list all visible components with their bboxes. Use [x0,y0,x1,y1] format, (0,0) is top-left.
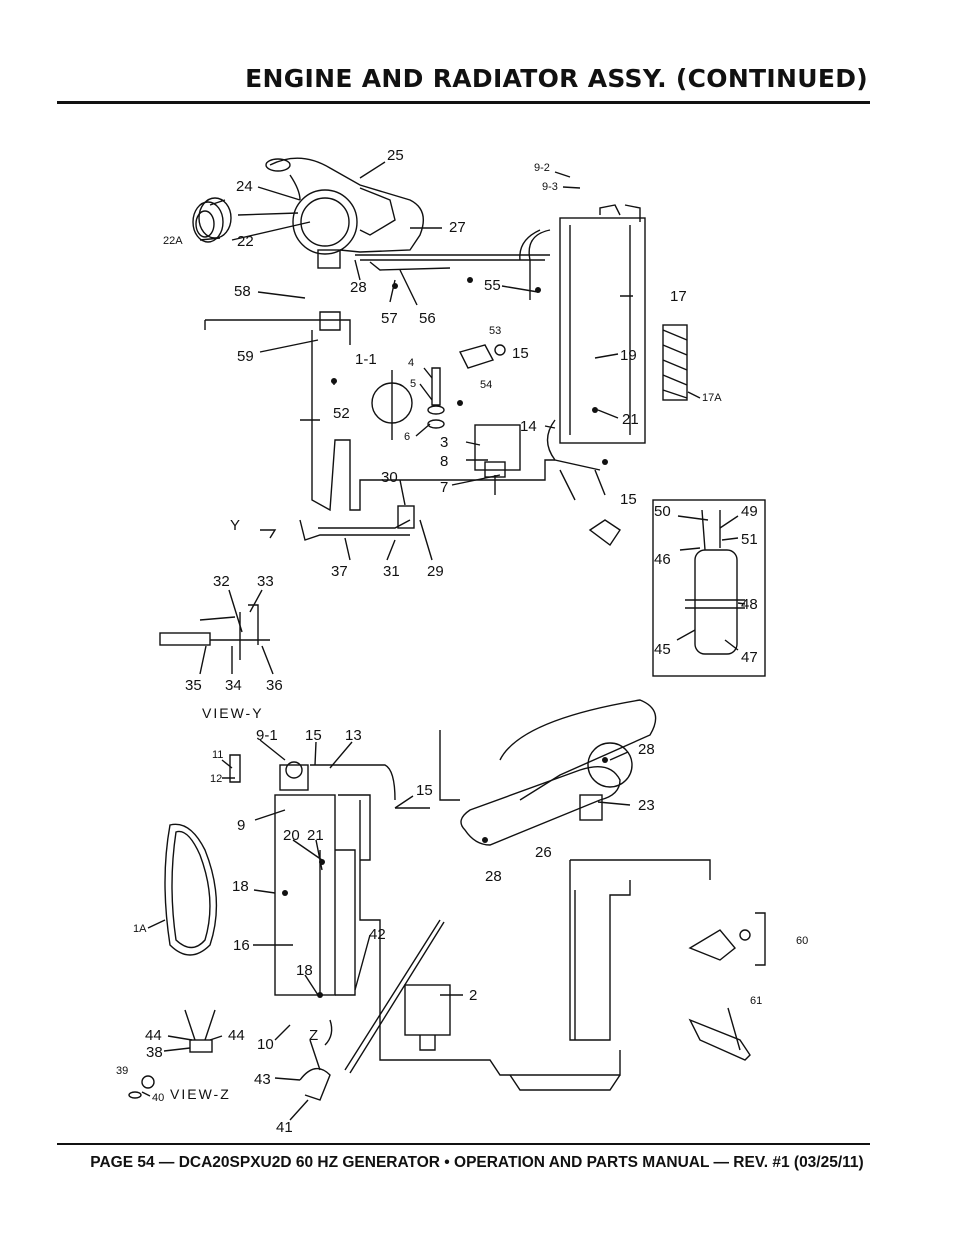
callout-labels: 25 24 22A 22 27 9-2 9-3 58 28 57 56 55 1… [116,147,808,1136]
callout-9-3: 9-3 [542,181,558,193]
callout-15c: 15 [305,727,322,744]
callout-1-1: 1-1 [355,351,377,368]
callout-47: 47 [741,649,758,666]
callout-45: 45 [654,641,671,658]
callout-58: 58 [234,283,251,300]
callout-41: 41 [276,1119,293,1136]
callout-16: 16 [233,937,250,954]
callout-48: 48 [741,596,758,613]
callout-11: 11 [212,749,223,761]
callout-30: 30 [381,469,398,486]
callout-22: 22 [237,233,254,250]
callout-9: 9 [237,817,245,834]
callout-25: 25 [387,147,404,164]
callout-9-2: 9-2 [534,162,550,174]
callout-7: 7 [440,479,448,496]
callout-5: 5 [410,378,416,390]
callout-18b: 18 [296,962,313,979]
callout-28: 28 [350,279,367,296]
callout-14: 14 [520,418,537,435]
view-y-label: VIEW-Y [202,705,264,721]
radiator-screen-17a [662,324,688,401]
page-title: ENGINE AND RADIATOR ASSY. (CONTINUED) [245,64,868,93]
callout-32: 32 [213,573,230,590]
callout-4: 4 [408,357,414,369]
callout-27: 27 [449,219,466,236]
callout-1a: 1A [133,923,147,935]
callout-37: 37 [331,563,348,580]
callout-36: 36 [266,677,283,694]
callout-8: 8 [440,453,448,470]
callout-21: 21 [622,411,639,428]
air-cleaner-drawing [265,157,424,269]
callout-6: 6 [404,431,410,443]
fan-belt-drawing [164,823,218,956]
callout-52: 52 [333,405,350,422]
callout-20: 20 [283,827,300,844]
dots-group [282,277,608,998]
callout-42: 42 [369,926,386,943]
header-rule [57,101,870,104]
callout-44b: 44 [228,1027,245,1044]
callout-21b: 21 [307,827,324,844]
callout-26: 26 [535,844,552,861]
callout-53: 53 [489,325,501,337]
footer-rule [57,1143,870,1145]
callout-18: 18 [232,878,249,895]
callout-y: Y [230,517,240,534]
callout-15d: 15 [416,782,433,799]
callout-9-1: 9-1 [256,727,278,744]
callout-15b: 15 [620,491,637,508]
callout-59: 59 [237,348,254,365]
callout-38: 38 [146,1044,163,1061]
callout-28b: 28 [638,741,655,758]
callout-54: 54 [480,379,492,391]
callout-51: 51 [741,531,758,548]
callout-12: 12 [210,773,222,785]
callout-2: 2 [469,987,477,1004]
callout-13: 13 [345,727,362,744]
callout-17: 17 [670,288,687,305]
overflow-tank-box [652,499,766,677]
view-z-label: VIEW-Z [170,1086,231,1102]
callout-15: 15 [512,345,529,362]
callout-46: 46 [654,551,671,568]
callout-10: 10 [257,1036,274,1053]
callout-40: 40 [152,1092,164,1104]
callout-50: 50 [654,503,671,520]
callout-29: 29 [427,563,444,580]
callout-43: 43 [254,1071,271,1088]
page-footer: PAGE 54 — DCA20SPXU2D 60 HZ GENERATOR • … [90,1154,864,1171]
callout-56: 56 [419,310,436,327]
callout-49: 49 [741,503,758,520]
callout-39: 39 [116,1065,128,1077]
callout-28c: 28 [485,868,502,885]
callout-24: 24 [236,178,253,195]
callout-61: 61 [750,995,762,1007]
callout-3: 3 [440,434,448,451]
callout-60: 60 [796,935,808,947]
callout-57: 57 [381,310,398,327]
callout-35: 35 [185,677,202,694]
callout-z: Z [309,1027,318,1044]
callout-17a: 17A [702,392,722,404]
callout-55: 55 [484,277,501,294]
callout-22a: 22A [163,235,183,247]
callout-31: 31 [383,563,400,580]
callout-33: 33 [257,573,274,590]
callout-23: 23 [638,797,655,814]
callout-34: 34 [225,677,242,694]
radiator-drawing [559,217,646,444]
callout-44a: 44 [145,1027,162,1044]
radiator-side-drawing [274,794,336,996]
callout-19: 19 [620,347,637,364]
air-filter-22a-drawing [192,197,232,243]
